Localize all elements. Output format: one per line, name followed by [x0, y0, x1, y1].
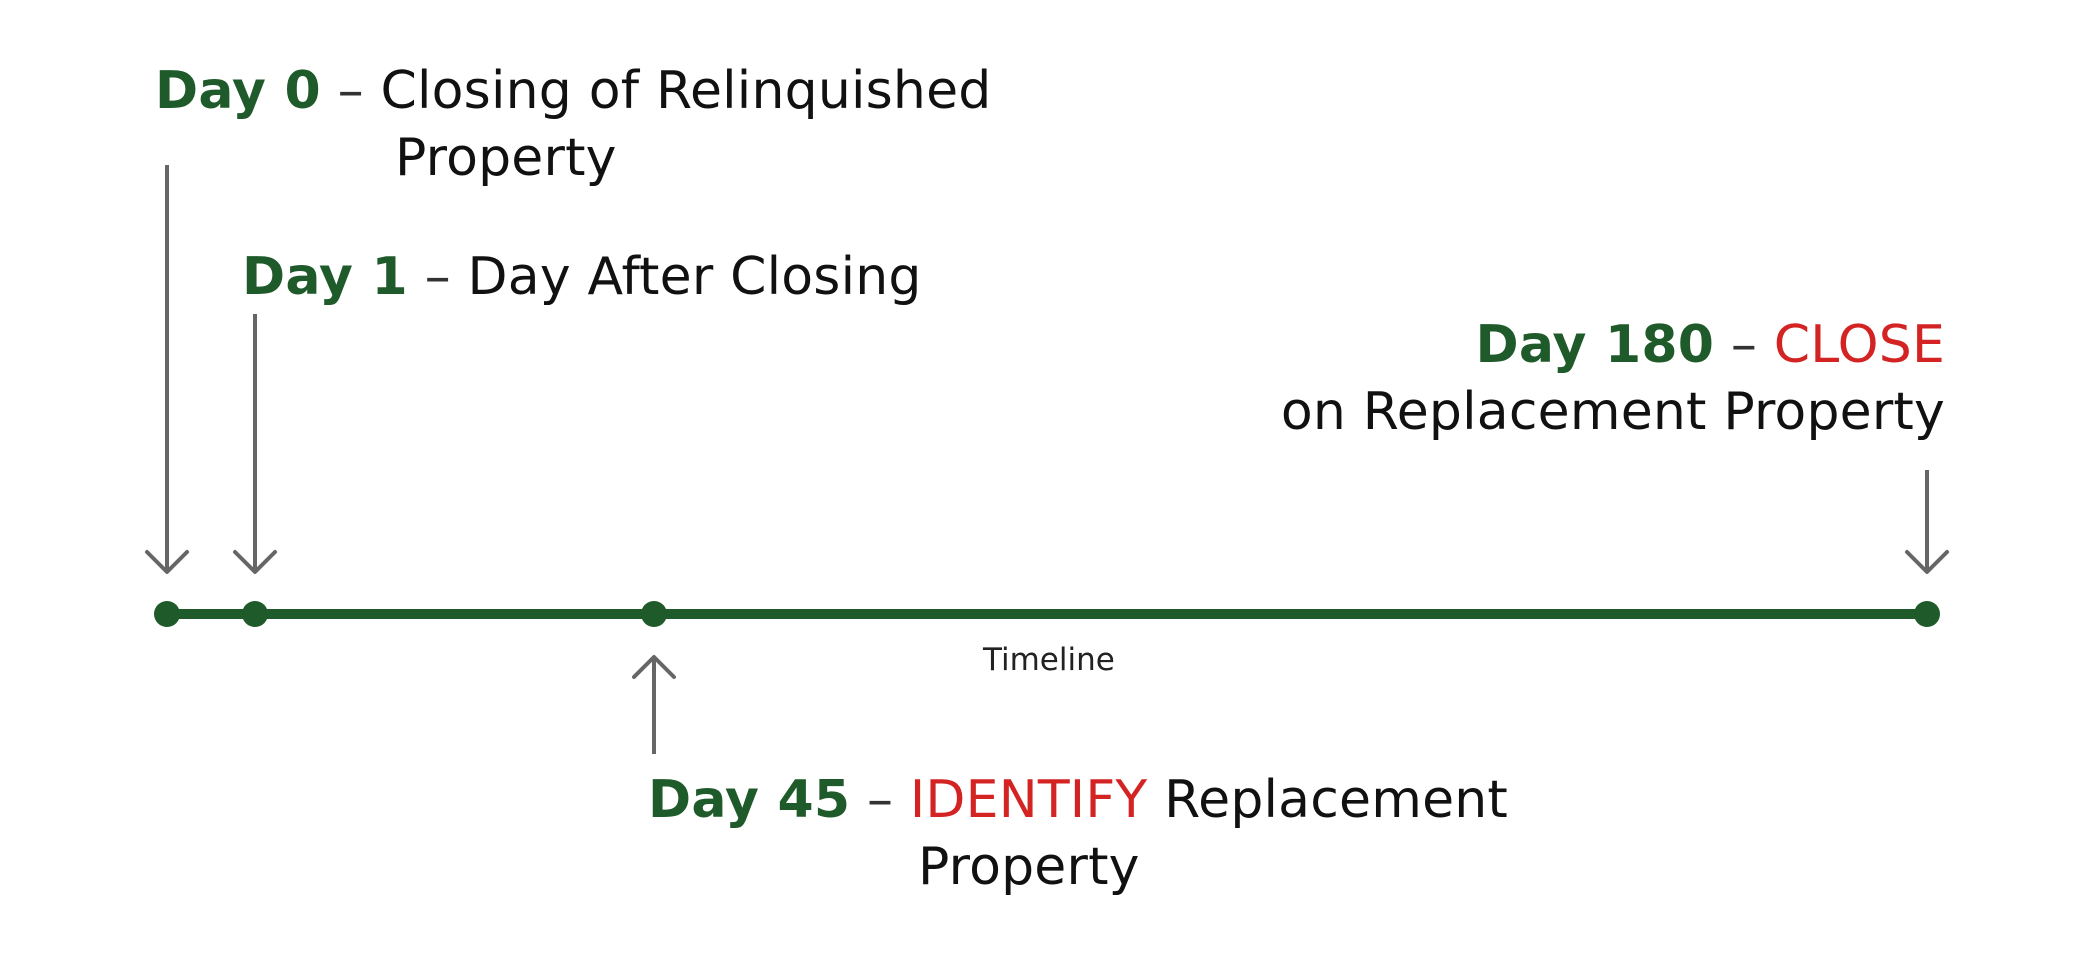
day45-dash: –: [850, 770, 910, 830]
day1-description: Day After Closing: [467, 247, 922, 307]
day45-number: Day 45: [648, 770, 851, 830]
day180-number: Day 180: [1475, 315, 1715, 375]
milestone-day1-label: Day 1 – Day After Closing: [242, 244, 922, 311]
day0-description-line2: Property: [395, 128, 617, 188]
timeline-marker-day-45: [641, 601, 667, 627]
day0-number: Day 0: [155, 61, 321, 121]
day1-number: Day 1: [242, 247, 408, 307]
milestone-day0-label: Day 0 – Closing of Relinquished Property: [155, 58, 991, 192]
timeline-marker-day-180: [1914, 601, 1940, 627]
milestone-day180-label: Day 180 – CLOSE on Replacement Property: [1281, 312, 1945, 446]
day45-description-line2: Property: [918, 837, 1140, 897]
timeline-marker-day-1: [242, 601, 268, 627]
day0-dash: –: [320, 61, 381, 121]
day180-description-line2: on Replacement Property: [1280, 382, 1945, 442]
milestone-day45-label: Day 45 – IDENTIFY Replacement Property: [648, 767, 1508, 901]
arrow-day-45-icon: [632, 655, 676, 754]
arrow-day-180-icon: [1905, 470, 1949, 574]
day0-description-line1: Closing of Relinquished: [380, 61, 992, 121]
day1-dash: –: [407, 247, 468, 307]
day45-description-line1: Replacement: [1147, 770, 1509, 830]
day45-accent-identify: IDENTIFY: [909, 770, 1148, 830]
timeline-caption: Timeline: [983, 642, 1115, 678]
day180-accent-close: CLOSE: [1773, 315, 1945, 375]
arrow-day-0-icon: [145, 165, 189, 574]
timeline-marker-day-0: [154, 601, 180, 627]
day180-dash: –: [1714, 315, 1774, 375]
arrow-day-1-icon: [233, 314, 277, 574]
